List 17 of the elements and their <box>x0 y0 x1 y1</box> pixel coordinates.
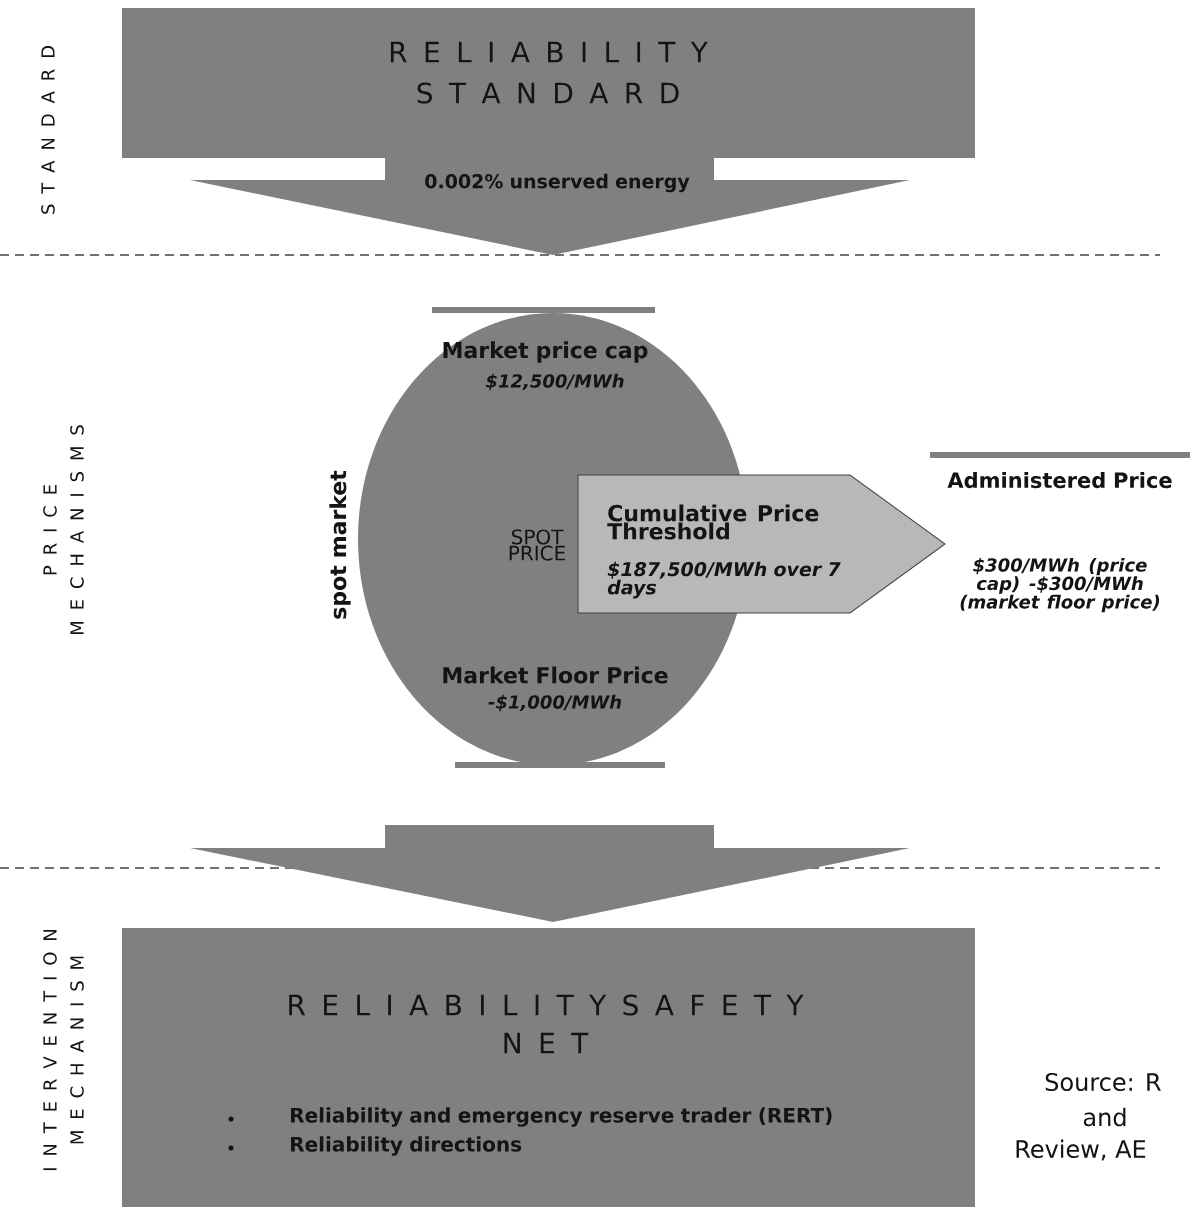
node-label: $12,500/MWh <box>485 373 624 391</box>
node-label: Market price cap <box>443 341 648 363</box>
section-label: M E C H A N I S M S <box>70 425 84 635</box>
safety-net-box: R E L I A B I L I T Y S A F E T Y N E T Reliability and emergency reserve trader (RERT) Reliability directions <box>122 928 975 1207</box>
node-label: SPOT PRICE <box>509 529 565 561</box>
down-arrow <box>190 825 910 922</box>
section-label: P R I C E <box>43 485 57 575</box>
standard-box: R E L I A B I L I T Y S T A N D A R D <box>122 8 975 158</box>
section-label: S T A N D A R D <box>41 46 55 214</box>
section-label: I N T E R V E N T I O N <box>43 929 57 1171</box>
source-note: and <box>1083 1107 1126 1127</box>
rotated-label: spot market <box>329 470 351 619</box>
section-label: M E C H A N I S M <box>70 956 84 1144</box>
source-note: Review, AE <box>1016 1139 1146 1161</box>
node-label: Market Floor Price <box>443 666 668 684</box>
source-note: Source: R <box>1045 1072 1161 1092</box>
node-label: -$1,000/MWh <box>488 694 622 712</box>
